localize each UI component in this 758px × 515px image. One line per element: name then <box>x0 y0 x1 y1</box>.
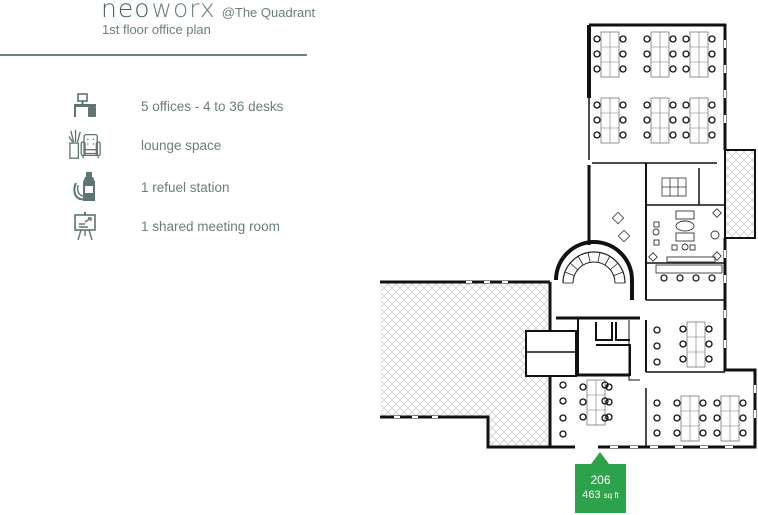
meeting-board-icon <box>68 209 102 243</box>
brand-location: @The Quadrant <box>221 5 316 20</box>
lounge-furniture <box>648 208 722 263</box>
refuel-counter <box>655 264 723 282</box>
lift-block <box>525 330 577 377</box>
balcony-area <box>724 149 756 239</box>
spiral-staircase <box>562 251 626 284</box>
meeting-room <box>661 177 687 197</box>
feature-offices: 5 offices - 4 to 36 desks <box>68 89 283 123</box>
unit-marker-pointer <box>591 452 609 464</box>
feature-lounge: lounge space <box>68 128 221 162</box>
feature-label: 1 shared meeting room <box>141 218 280 234</box>
breakout-tables <box>611 211 631 243</box>
lounge-icon <box>68 128 102 162</box>
brand-neo: neo <box>101 0 151 23</box>
office-desks-bottom-left <box>559 379 613 438</box>
desk-icon <box>68 89 102 123</box>
unit-area: 463 sq ft <box>575 489 626 501</box>
brand-worx: worx <box>151 0 216 23</box>
unit-area-value: 463 <box>582 489 601 501</box>
feature-meeting: 1 shared meeting room <box>68 209 280 243</box>
unit-area-unit: sq ft <box>603 491 619 500</box>
feature-refuel: 1 refuel station <box>68 170 230 204</box>
windows <box>610 40 756 448</box>
terrace-area <box>380 280 550 449</box>
open-plan-desks <box>593 31 716 144</box>
feature-label: 1 refuel station <box>141 179 230 195</box>
header-divider <box>0 54 307 56</box>
office-desks-bottom-right <box>653 395 747 442</box>
feature-label: 5 offices - 4 to 36 desks <box>141 98 284 114</box>
feature-label: lounge space <box>141 137 222 153</box>
office-desks-mid <box>653 321 713 368</box>
brand-logo: neo worx @The Quadrant <box>101 0 315 23</box>
unit-number: 206 <box>590 473 611 487</box>
unit-marker[interactable]: 206 463 sq ft <box>575 464 626 513</box>
refuel-icon <box>68 170 102 204</box>
page-subtitle: 1st floor office plan <box>102 22 211 37</box>
